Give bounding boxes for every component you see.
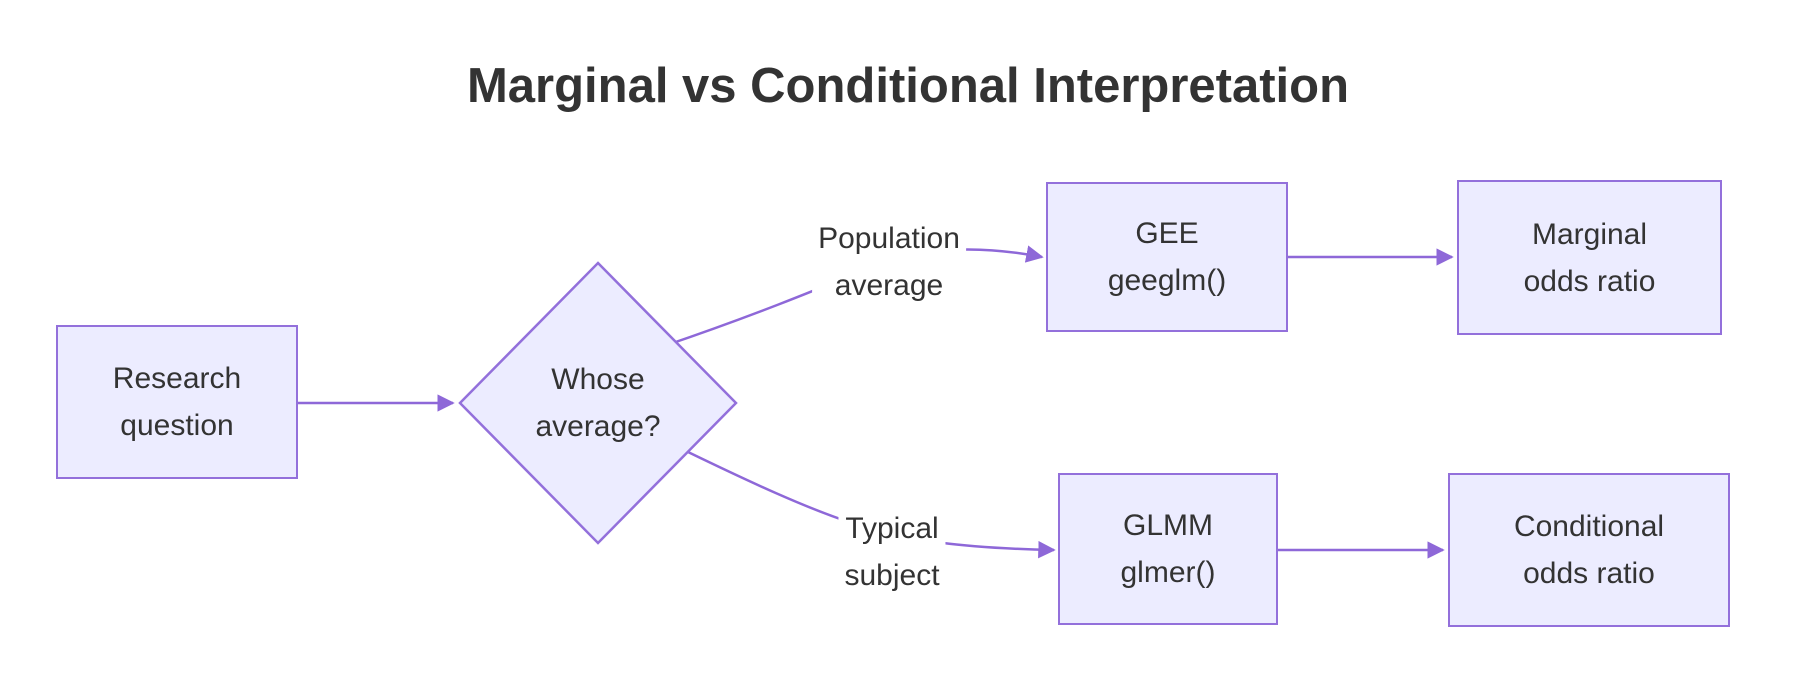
node-conditional-odds-ratio-label: Conditional odds ratio [1513,510,1665,590]
edge-label-population-average: Population average [812,213,966,311]
node-marginal-odds-ratio-label: Marginal odds ratio [1523,217,1656,298]
node-research-question-label: Research question [112,362,242,442]
node-glmm: GLMM glmer() [1058,473,1278,625]
node-research-question: Research question [56,325,298,479]
decision-node-shape [458,261,738,545]
node-marginal-odds-ratio: Marginal odds ratio [1457,180,1722,335]
decision-node-label: Whose average? [535,363,661,443]
node-conditional-odds-ratio: Conditional odds ratio [1448,473,1730,627]
node-glmm-label: GLMM glmer() [1120,509,1216,589]
node-gee: GEE geeglm() [1046,182,1288,332]
diagram-title: Marginal vs Conditional Interpretation [466,59,1350,113]
edge-label-typical-subject: Typical subject [838,503,946,601]
node-gee-label: GEE geeglm() [1107,217,1227,297]
